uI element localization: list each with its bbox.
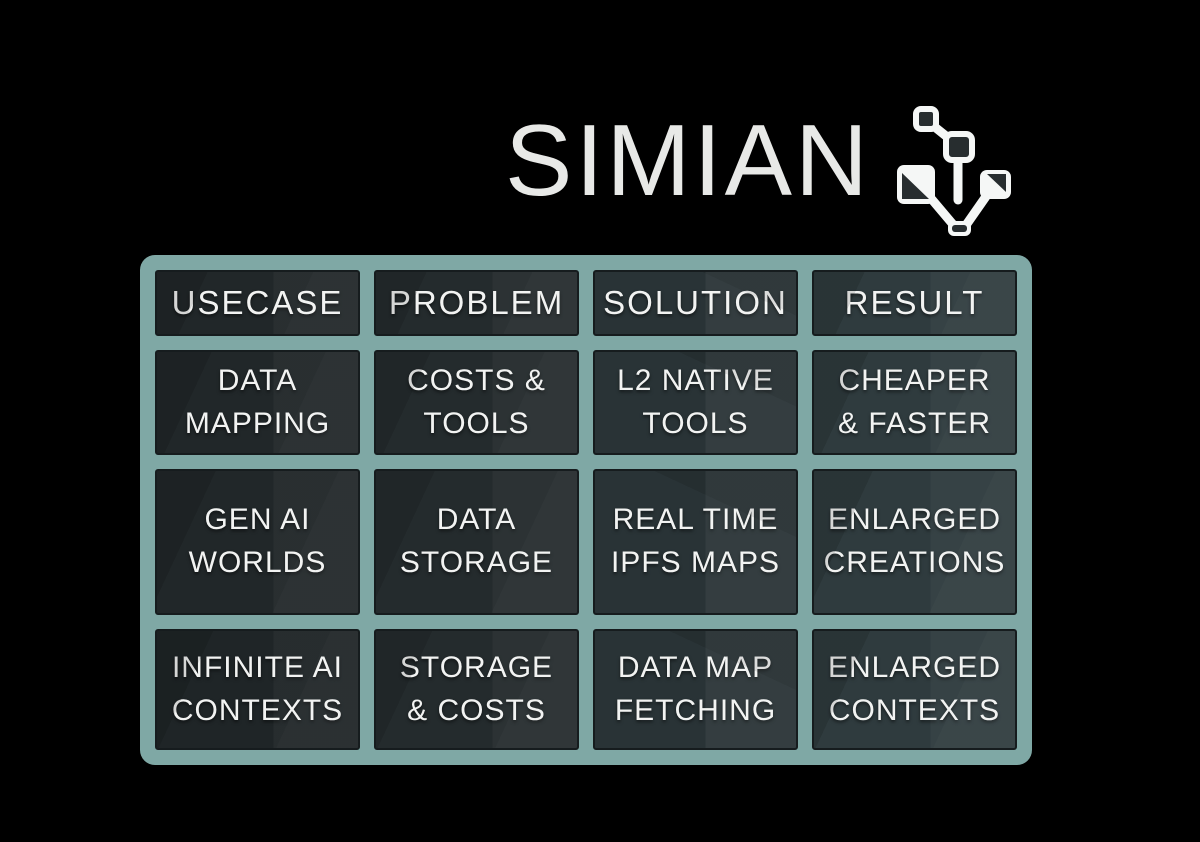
logo-wordmark: SIMIAN xyxy=(505,104,871,217)
simian-logo: SIMIAN xyxy=(505,86,1015,242)
cell-problem-costs-tools: COSTS & TOOLS xyxy=(374,350,579,455)
cell-problem-data-storage: DATA STORAGE xyxy=(374,469,579,615)
cell-solution-real-time-ipfs: REAL TIME IPFS MAPS xyxy=(593,469,798,615)
cell-result-enlarged-contexts: ENLARGED CONTEXTS xyxy=(812,629,1017,750)
cell-usecase-data-mapping: DATA MAPPING xyxy=(155,350,360,455)
cell-usecase-gen-ai-worlds: GEN AI WORLDS xyxy=(155,469,360,615)
header-cell-usecase: USECASE xyxy=(155,270,360,336)
header-cell-solution: SOLUTION xyxy=(593,270,798,336)
cell-solution-data-map-fetching: DATA MAP FETCHING xyxy=(593,629,798,750)
cell-usecase-infinite-ai-contexts: INFINITE AI CONTEXTS xyxy=(155,629,360,750)
cell-result-cheaper-faster: CHEAPER & FASTER xyxy=(812,350,1017,455)
header-cell-result: RESULT xyxy=(812,270,1017,336)
comparison-table: USECASE PROBLEM SOLUTION RESULT DATA MAP… xyxy=(140,255,1032,765)
header-cell-problem: PROBLEM xyxy=(374,270,579,336)
cell-solution-l2-native: L2 NATIVE TOOLS xyxy=(593,350,798,455)
network-nodes-icon xyxy=(896,106,1011,236)
cell-result-enlarged-creations: ENLARGED CREATIONS xyxy=(812,469,1017,615)
cell-problem-storage-costs: STORAGE & COSTS xyxy=(374,629,579,750)
